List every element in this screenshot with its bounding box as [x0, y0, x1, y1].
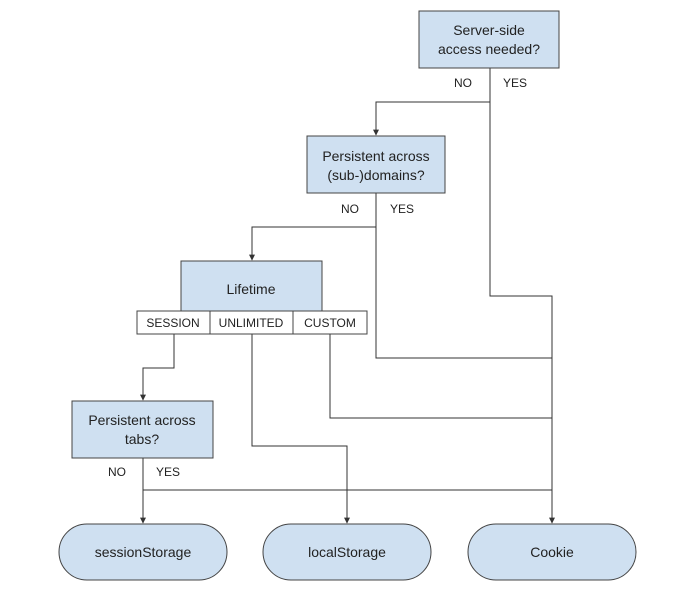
label-tabs-no: NO	[108, 465, 126, 479]
edge-domains-yes	[375, 227, 552, 359]
option-unlimited: UNLIMITED	[219, 316, 284, 330]
label-domains-no: NO	[341, 202, 359, 216]
lifetime-options: SESSION UNLIMITED CUSTOM	[136, 310, 368, 335]
edge-domains-no	[249, 193, 377, 261]
label-server-yes: YES	[503, 76, 527, 90]
edge-unlimited	[251, 334, 350, 524]
node-persistent-domains: Persistent across (sub-)domains?	[306, 135, 446, 194]
node-lifetime-label: Lifetime	[226, 281, 275, 297]
connectors	[140, 68, 555, 524]
label-server-no: NO	[454, 76, 472, 90]
edge-session	[140, 334, 175, 401]
option-custom: CUSTOM	[304, 316, 356, 330]
outcome-session-storage: sessionStorage	[58, 523, 228, 581]
node-server-side-line2: access needed?	[438, 41, 540, 57]
outcome-local-storage: localStorage	[262, 523, 432, 581]
node-persistent-tabs-line2: tabs?	[125, 431, 159, 447]
edge-server-no	[373, 68, 491, 136]
edge-custom	[329, 334, 552, 419]
node-persistent-tabs-line1: Persistent across	[88, 412, 195, 428]
label-tabs-yes: YES	[156, 465, 180, 479]
node-server-side-access: Server-side access needed?	[418, 10, 560, 69]
edge-server-yes	[489, 102, 555, 524]
label-domains-yes: YES	[390, 202, 414, 216]
outcome-local-storage-label: localStorage	[308, 544, 386, 560]
outcome-cookie: Cookie	[467, 523, 637, 581]
outcome-cookie-label: Cookie	[530, 544, 574, 560]
node-persistent-tabs: Persistent across tabs?	[71, 400, 214, 459]
node-persistent-domains-line2: (sub-)domains?	[327, 167, 424, 183]
node-lifetime: Lifetime	[180, 260, 323, 312]
option-custom-box	[292, 310, 368, 335]
outcome-session-storage-label: sessionStorage	[95, 544, 192, 560]
node-server-side-line1: Server-side	[453, 22, 525, 38]
node-persistent-domains-line1: Persistent across	[322, 148, 429, 164]
option-session: SESSION	[146, 316, 199, 330]
